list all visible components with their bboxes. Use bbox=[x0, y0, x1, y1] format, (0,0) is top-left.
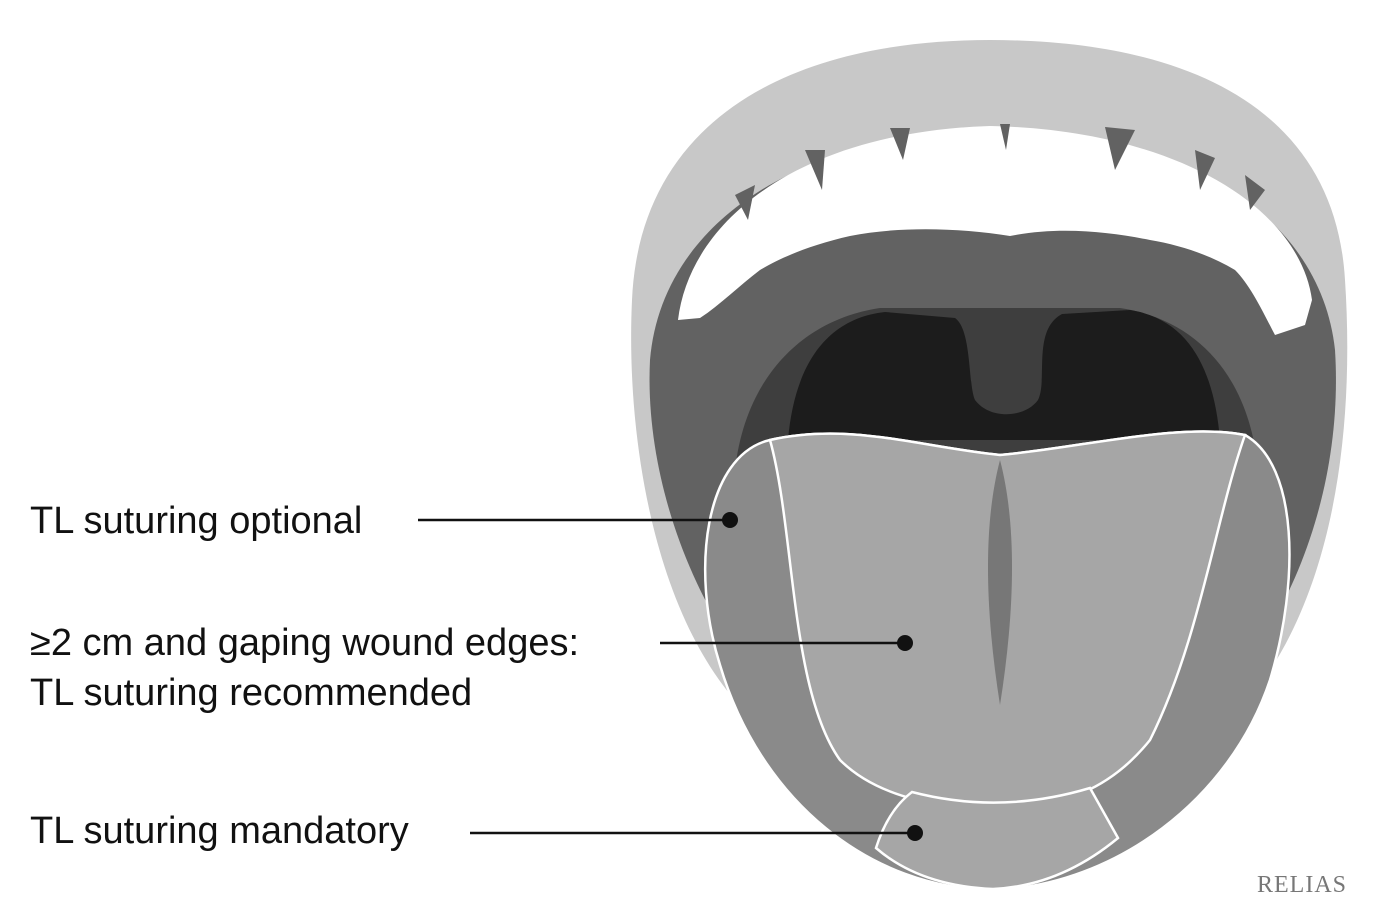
median-groove bbox=[987, 460, 1013, 705]
leader-dots bbox=[722, 512, 923, 841]
tooth-gaps bbox=[735, 124, 1265, 220]
tongue-tip-zone bbox=[874, 786, 1120, 891]
label-suturing-mandatory: TL suturing mandatory bbox=[30, 810, 409, 852]
relias-logo: RELIAS bbox=[1257, 872, 1347, 898]
label-suturing-optional: TL suturing optional bbox=[30, 500, 363, 542]
upper-teeth bbox=[678, 126, 1312, 335]
leader-lines bbox=[418, 518, 915, 835]
label-suturing-recommended-line1: ≥2 cm and gaping wound edges: bbox=[30, 622, 580, 664]
label-suturing-recommended-line2: TL suturing recommended bbox=[30, 672, 473, 714]
throat bbox=[788, 310, 1220, 440]
